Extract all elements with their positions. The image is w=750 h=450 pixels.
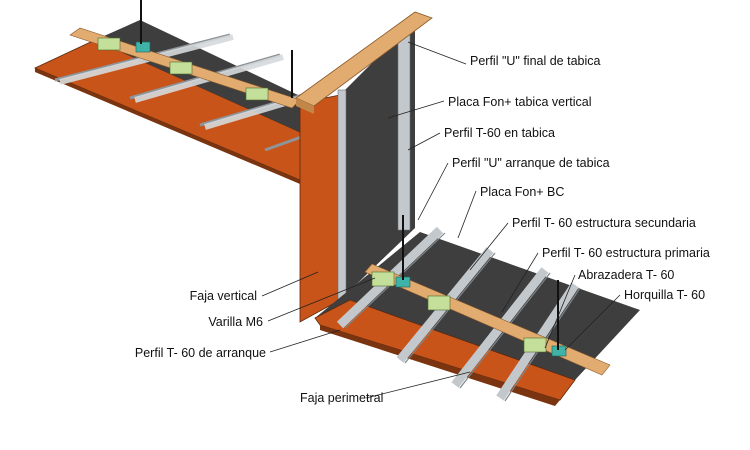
label-perfil-u-final: Perfil "U" final de tabica xyxy=(470,54,601,68)
lower-ceiling-section xyxy=(314,215,640,406)
upper-ceiling-section xyxy=(34,0,341,184)
leader-lines xyxy=(261,41,621,399)
label-perfil-u-arranque: Perfil "U" arranque de tabica xyxy=(452,156,610,170)
label-horquilla: Horquilla T- 60 xyxy=(624,288,706,302)
label-abrazadera: Abrazadera T- 60 xyxy=(578,268,675,282)
label-placa-vertical: Placa Fon+ tabica vertical xyxy=(448,95,592,109)
label-t60-arranque: Perfil T- 60 de arranque xyxy=(134,346,266,360)
label-t60-secundaria: Perfil T- 60 estructura secundaria xyxy=(512,216,696,230)
label-t60-primaria: Perfil T- 60 estructura primaria xyxy=(542,246,710,260)
vertical-bulkhead xyxy=(295,11,433,323)
label-placa-bc: Placa Fon+ BC xyxy=(480,185,565,199)
label-perfil-t60-tabica: Perfil T-60 en tabica xyxy=(444,126,555,140)
label-faja-perimetral: Faja perimetral xyxy=(300,391,384,405)
label-varilla: Varilla M6 xyxy=(208,315,263,329)
label-faja-vertical: Faja vertical xyxy=(189,289,257,303)
